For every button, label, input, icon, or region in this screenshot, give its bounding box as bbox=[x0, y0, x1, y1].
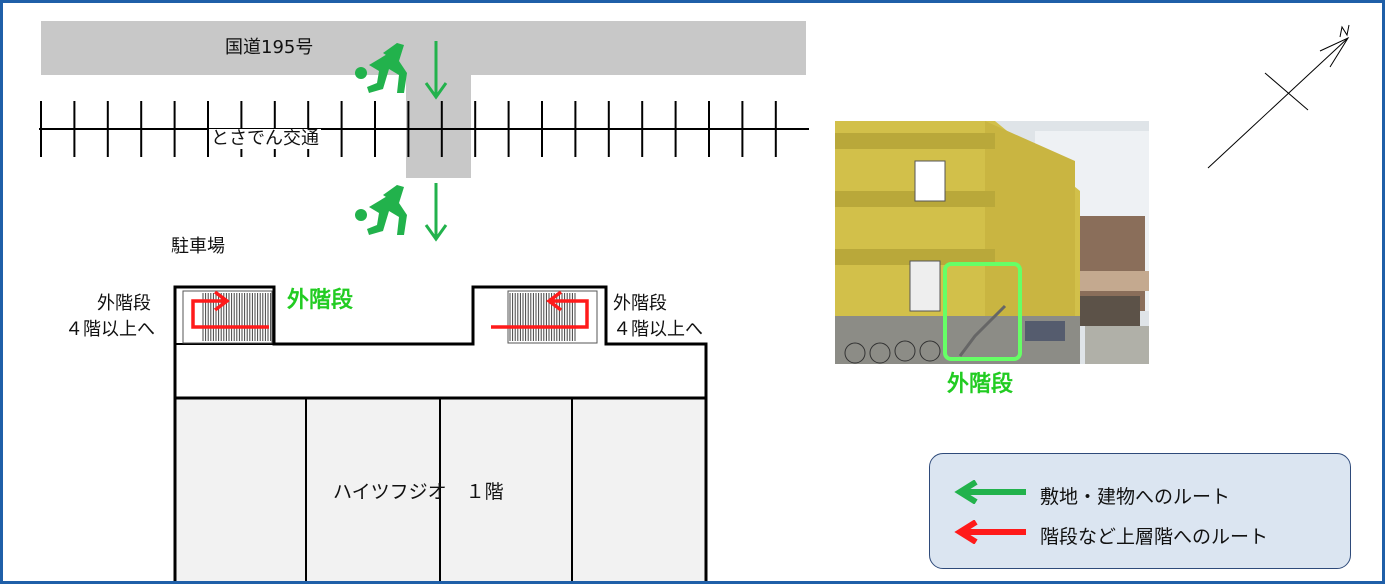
stair-right-label-line1: 外階段 bbox=[613, 293, 667, 314]
route-arrow-down-top bbox=[424, 41, 448, 100]
photo-caption: 外階段 bbox=[947, 372, 1014, 397]
legend-label-site-route: 敷地・建物へのルート bbox=[1040, 486, 1231, 508]
stair-route-arrow-left bbox=[191, 290, 269, 329]
stair-center-label: 外階段 bbox=[287, 288, 354, 313]
site-map bbox=[39, 21, 1350, 581]
parking-label: 駐車場 bbox=[171, 236, 225, 257]
building-label: ハイツフジオ １階 bbox=[333, 481, 504, 503]
stair-left bbox=[182, 290, 273, 344]
photo-illustration bbox=[835, 121, 1149, 364]
legend-item-site-route: 敷地・建物へのルート bbox=[930, 477, 1350, 508]
stair-highlight-box bbox=[943, 262, 1022, 361]
stair-route-arrow-right bbox=[491, 290, 589, 329]
route-arrow-down-bottom bbox=[424, 183, 448, 242]
green-left-arrow-icon bbox=[954, 480, 1026, 504]
tram-label: とさでん交通 bbox=[209, 128, 321, 149]
walking-person-icon bbox=[355, 43, 407, 93]
road-national-195 bbox=[41, 21, 806, 75]
legend-item-upper-floor-route: 階段など上層階へのルート bbox=[930, 517, 1350, 548]
walking-person-icon bbox=[355, 185, 407, 235]
road-access-path bbox=[406, 73, 471, 178]
road-label: 国道195号 bbox=[225, 37, 314, 58]
stair-left-label-line1: 外階段 bbox=[97, 293, 151, 314]
red-left-arrow-icon bbox=[954, 520, 1026, 544]
building-photo bbox=[835, 121, 1149, 364]
north-arrow-icon bbox=[1207, 24, 1350, 169]
legend-label-upper-floor-route: 階段など上層階へのルート bbox=[1040, 526, 1269, 548]
stair-right-label-line2: ４階以上へ bbox=[613, 319, 703, 340]
route-legend: 敷地・建物へのルート 階段など上層階へのルート bbox=[929, 453, 1351, 569]
stair-left-label-line2: ４階以上へ bbox=[65, 319, 155, 340]
